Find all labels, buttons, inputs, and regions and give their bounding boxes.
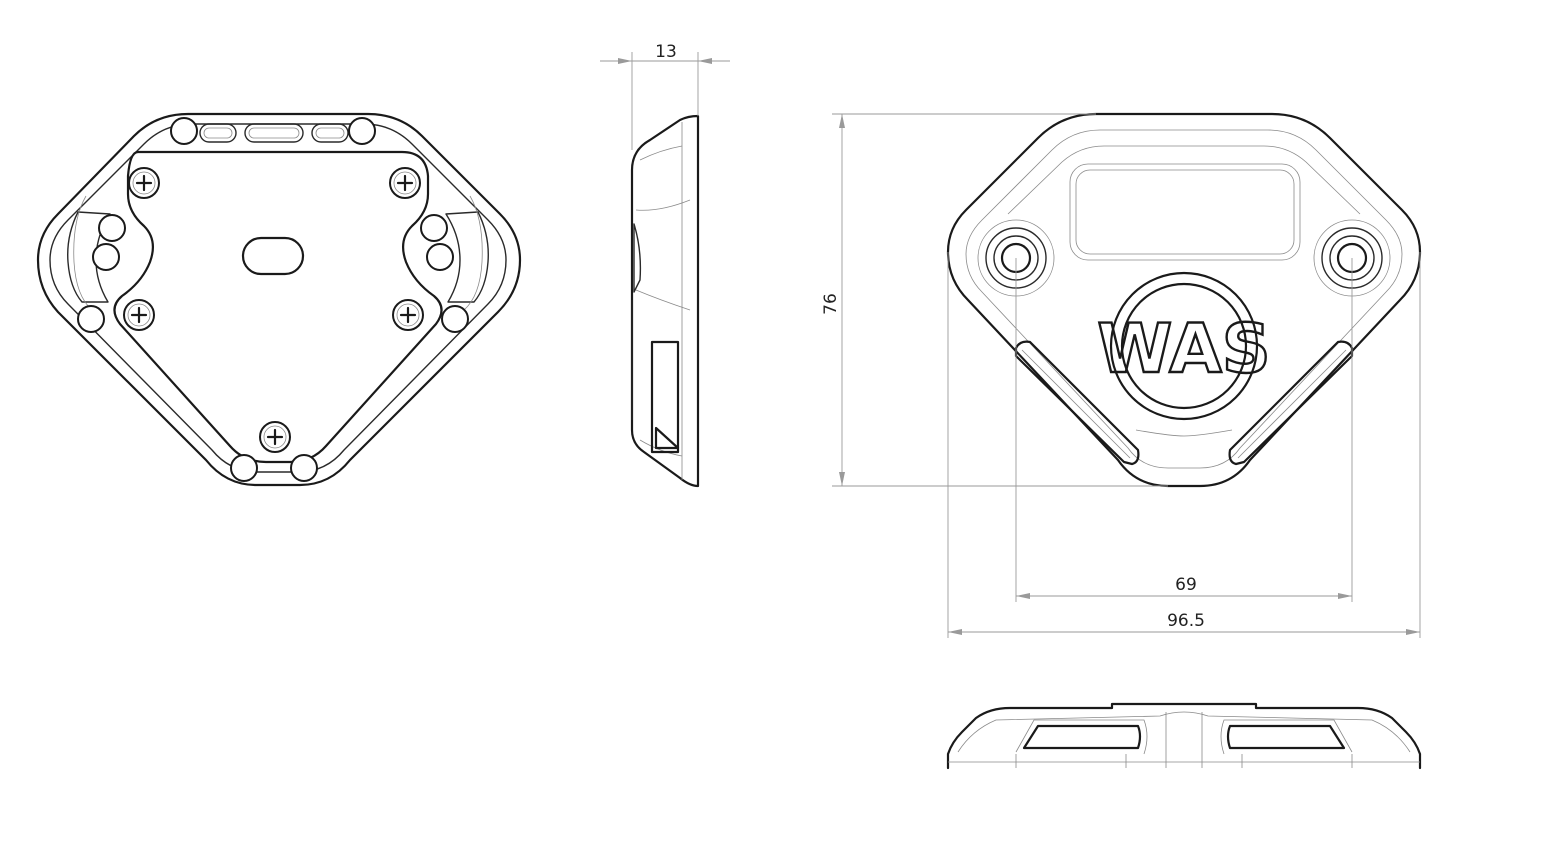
locator-hole (290, 454, 318, 482)
locator-hole (420, 214, 448, 242)
locator-hole (348, 117, 376, 145)
front-view-bevel (965, 129, 1403, 469)
back-view (36, 112, 522, 487)
locator-hole (426, 243, 454, 271)
label-recess (1069, 163, 1301, 261)
thickness-dimension-label: 13 (655, 42, 677, 62)
top-slot (311, 123, 349, 143)
bottom-view-right-window (1226, 724, 1346, 750)
thickness-dimension: 13 (600, 42, 730, 150)
hole-spacing-dimension: 69 (1015, 258, 1353, 602)
center-slot (241, 236, 305, 276)
side-view-recess (633, 223, 642, 293)
top-slot-inner (315, 127, 345, 139)
side-view-window-inner (654, 426, 680, 450)
screw-icon (392, 299, 424, 331)
side-view-outline (630, 114, 700, 488)
back-plate (113, 150, 443, 464)
side-view-window (650, 340, 680, 454)
left-diagonal-slot-inner (1021, 349, 1131, 459)
screw-icon (123, 299, 155, 331)
right-diagonal-slot (1228, 340, 1354, 466)
label-recess-inner (1075, 169, 1295, 255)
height-dimension: 76 (821, 113, 1168, 487)
locator-hole (92, 243, 120, 271)
right-side-pocket-inner (463, 195, 483, 311)
left-diagonal-slot (1014, 340, 1140, 466)
top-slot (199, 123, 237, 143)
right-diagonal-slot-inner (1237, 349, 1347, 459)
hole-spacing-dimension-label: 69 (1175, 575, 1197, 595)
left-side-pocket (67, 211, 111, 303)
bottom-view-left-window (1022, 724, 1142, 750)
side-view-edge (639, 145, 683, 161)
left-side-pocket-inner (73, 195, 93, 311)
right-side-pocket (445, 211, 489, 303)
side-view-edge (635, 199, 691, 211)
top-slot-inner (203, 127, 233, 139)
bottom-view-right-window-frame (1220, 719, 1353, 755)
overall-width-dimension-label: 96.5 (1167, 611, 1205, 631)
bottom-view-left-window-frame (1015, 719, 1148, 755)
side-view-edge (639, 439, 683, 457)
side-view: 13 (600, 42, 730, 488)
height-dimension-label: 76 (821, 293, 841, 315)
front-view: WAS 76 69 96.5 (821, 112, 1422, 638)
front-view-bevel-3 (1007, 145, 1105, 215)
top-slot (244, 123, 304, 143)
bottom-view-outline (946, 702, 1422, 770)
top-slot-inner (248, 127, 300, 139)
locator-hole (170, 117, 198, 145)
bottom-view-edge (957, 711, 1411, 753)
screw-icon (389, 167, 421, 199)
locator-hole (77, 305, 105, 333)
screw-icon (128, 167, 160, 199)
locator-hole (230, 454, 258, 482)
back-view-outline (36, 112, 522, 487)
locator-hole (98, 214, 126, 242)
logo-text: WAS (1097, 310, 1271, 389)
overall-width-dimension: 96.5 (947, 252, 1421, 638)
screw-icon (259, 421, 291, 453)
front-view-bevel-2 (1104, 145, 1361, 215)
was-logo: WAS (1096, 271, 1272, 421)
front-view-bevel-4 (1135, 429, 1233, 437)
side-view-edge (635, 289, 691, 311)
locator-hole (441, 305, 469, 333)
bottom-view (946, 702, 1422, 770)
front-view-outline (946, 112, 1422, 488)
